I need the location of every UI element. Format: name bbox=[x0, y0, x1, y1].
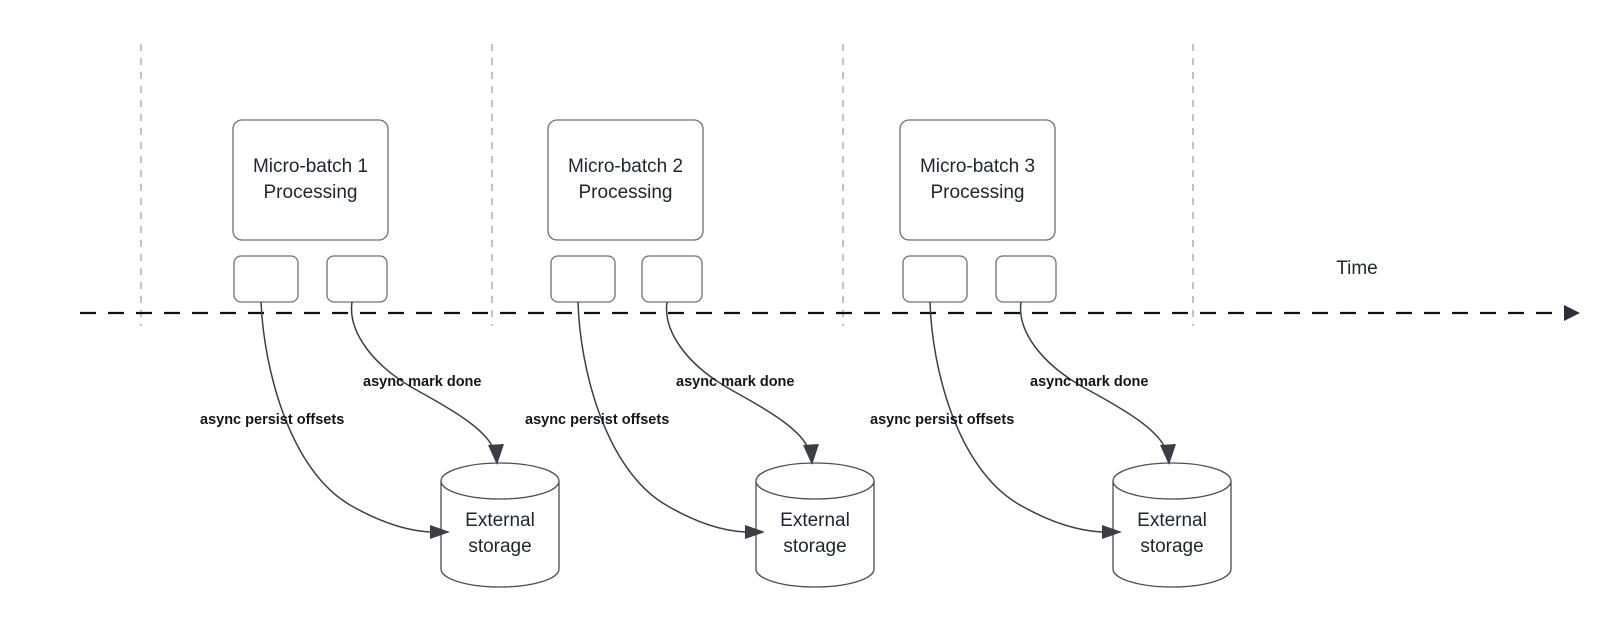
small-box-1b[interactable] bbox=[326, 255, 388, 303]
micro-batch-1-label-line2: Processing bbox=[264, 182, 358, 203]
external-storage-1-label-line2: storage bbox=[468, 536, 531, 557]
time-axis bbox=[80, 305, 1580, 321]
external-storage-3-body bbox=[1112, 481, 1232, 588]
external-storage-3-top bbox=[1112, 462, 1232, 500]
mark-done-edge-3-path bbox=[1019, 301, 1167, 451]
micro-batch-3-box[interactable] bbox=[899, 119, 1056, 241]
mark-done-edge-2-arrowhead bbox=[803, 444, 819, 465]
group-2: Micro-batch 2 Processing External storag… bbox=[525, 119, 875, 588]
micro-batch-2-box[interactable] bbox=[547, 119, 704, 241]
batch-boundary-ticks bbox=[140, 44, 1194, 326]
persist-offsets-label-3: async persist offsets bbox=[870, 412, 1014, 428]
small-box-2a[interactable] bbox=[550, 255, 616, 303]
external-storage-2-label-line1: External bbox=[780, 510, 850, 531]
time-axis-arrowhead bbox=[1564, 305, 1580, 321]
micro-batch-2-label-line1: Micro-batch 2 bbox=[568, 156, 683, 177]
micro-batch-1-label-line1: Micro-batch 1 bbox=[253, 156, 368, 177]
time-axis-label: Time bbox=[1336, 258, 1378, 279]
external-storage-2-body bbox=[755, 481, 875, 588]
persist-offsets-label-2: async persist offsets bbox=[525, 412, 669, 428]
persist-offsets-edge-1-path bbox=[260, 301, 431, 533]
persist-offsets-label-1: async persist offsets bbox=[200, 412, 344, 428]
group-1: Micro-batch 1 Processing External storag… bbox=[200, 119, 560, 588]
external-storage-2[interactable]: External storage bbox=[755, 462, 875, 588]
external-storage-3-label-line1: External bbox=[1137, 510, 1207, 531]
persist-offsets-edge-1-arrowhead bbox=[430, 525, 450, 539]
external-storage-1[interactable]: External storage bbox=[440, 462, 560, 588]
micro-batch-2-label-line2: Processing bbox=[579, 182, 673, 203]
micro-batch-1-box[interactable] bbox=[232, 119, 389, 241]
external-storage-3-label-line2: storage bbox=[1140, 536, 1203, 557]
persist-offsets-edge-2 bbox=[577, 301, 765, 539]
external-storage-1-label-line1: External bbox=[465, 510, 535, 531]
mark-done-edge-2 bbox=[665, 301, 819, 465]
mark-done-edge-3-arrowhead bbox=[1160, 444, 1176, 465]
mark-done-edge-1-path bbox=[350, 301, 495, 451]
small-box-2b[interactable] bbox=[641, 255, 703, 303]
external-storage-1-top bbox=[440, 462, 560, 500]
mark-done-edge-1-arrowhead bbox=[488, 444, 504, 465]
small-box-1a[interactable] bbox=[233, 255, 299, 303]
small-box-3a[interactable] bbox=[902, 255, 968, 303]
external-storage-2-top bbox=[755, 462, 875, 500]
group-3: Micro-batch 3 Processing External storag… bbox=[870, 119, 1232, 588]
mark-done-edge-3 bbox=[1019, 301, 1176, 465]
mark-done-edge-2-path bbox=[665, 301, 810, 451]
micro-batch-3-label-line1: Micro-batch 3 bbox=[920, 156, 1035, 177]
external-storage-3[interactable]: External storage bbox=[1112, 462, 1232, 588]
persist-offsets-edge-3-path bbox=[929, 301, 1103, 533]
external-storage-1-body bbox=[440, 481, 560, 588]
persist-offsets-edge-3 bbox=[929, 301, 1122, 539]
mark-done-label-3: async mark done bbox=[1030, 374, 1148, 390]
mark-done-edge-1 bbox=[350, 301, 504, 465]
persist-offsets-edge-2-path bbox=[577, 301, 746, 533]
small-box-3b[interactable] bbox=[995, 255, 1057, 303]
micro-batch-3-label-line2: Processing bbox=[931, 182, 1025, 203]
persist-offsets-edge-3-arrowhead bbox=[1102, 525, 1122, 539]
persist-offsets-edge-2-arrowhead bbox=[745, 525, 765, 539]
mark-done-label-2: async mark done bbox=[676, 374, 794, 390]
mark-done-label-1: async mark done bbox=[363, 374, 481, 390]
external-storage-2-label-line2: storage bbox=[783, 536, 846, 557]
persist-offsets-edge-1 bbox=[260, 301, 450, 539]
